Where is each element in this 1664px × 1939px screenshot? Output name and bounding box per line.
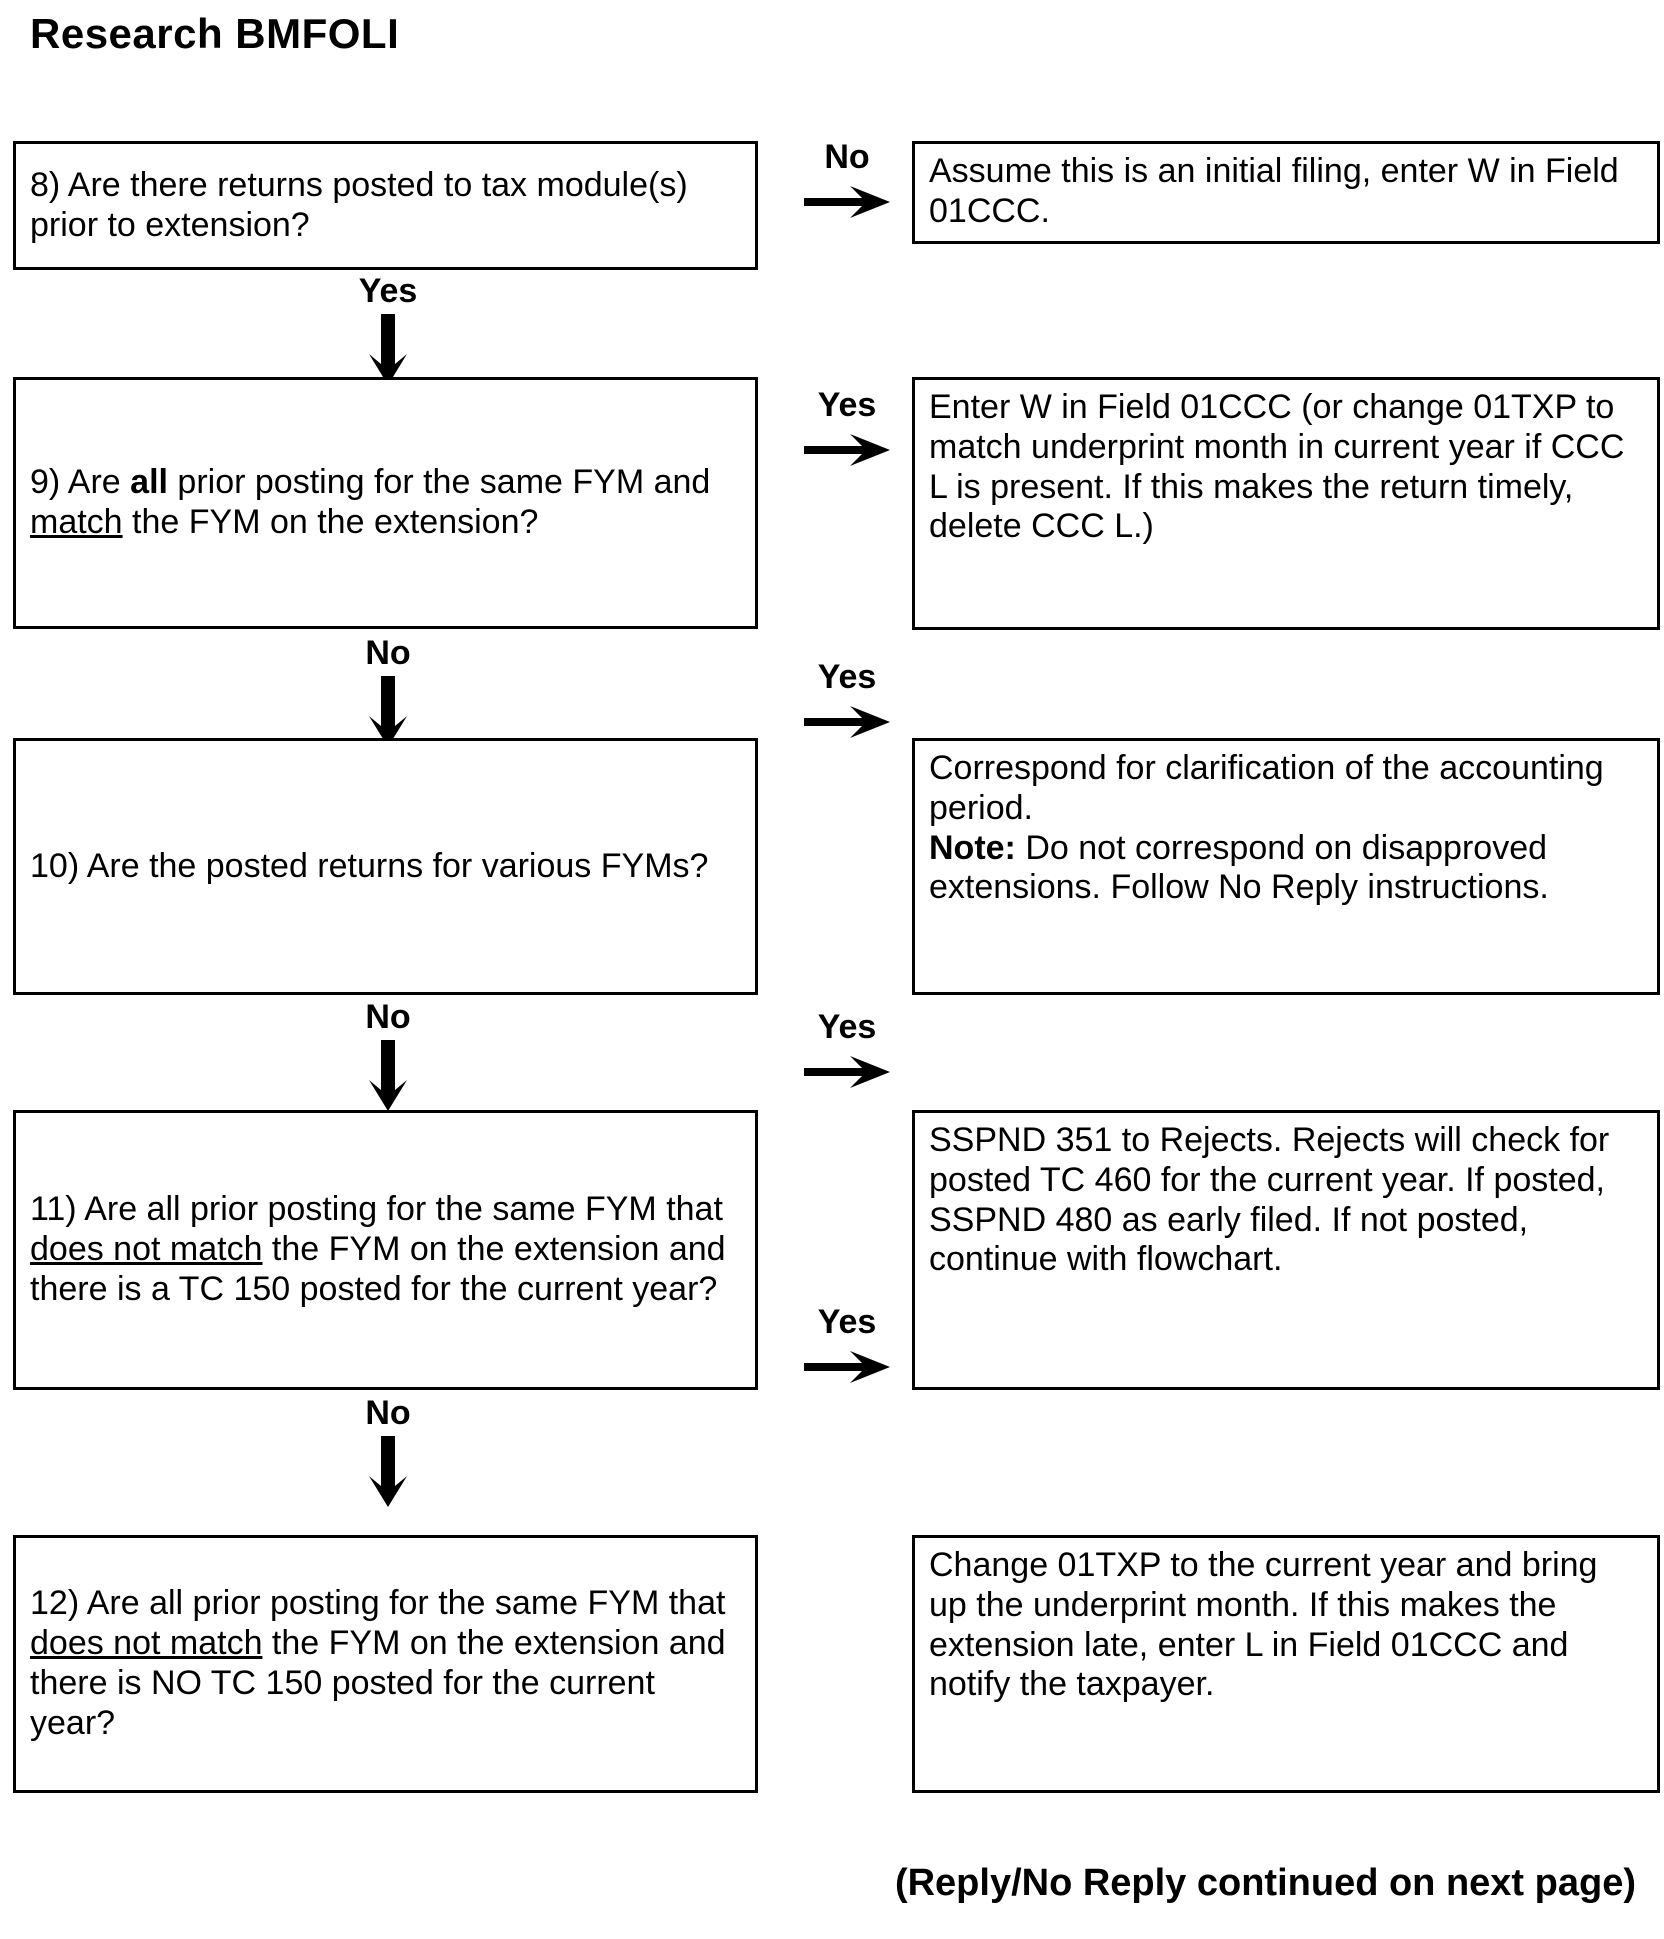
question-text-9-underline: match bbox=[30, 503, 123, 541]
action-box-12: Change 01TXP to the current year and bri… bbox=[912, 1535, 1660, 1793]
branch-label-9: Yes bbox=[817, 386, 877, 424]
flow-connector-9-to-10: No bbox=[303, 636, 473, 754]
question-box-12: 12) Are all prior posting for the same F… bbox=[13, 1535, 758, 1793]
flow-label-8-to-9: Yes bbox=[358, 272, 418, 310]
branch-label-12: Yes bbox=[817, 1303, 877, 1341]
question-text-9-part3: the FYM on the extension? bbox=[122, 503, 539, 541]
question-box-8: 8) Are there returns posted to tax modul… bbox=[13, 141, 758, 270]
question-text-12-underline: does not match bbox=[30, 1624, 263, 1663]
branch-connector-10: Yes bbox=[772, 660, 922, 747]
branch-connector-9: Yes bbox=[772, 388, 922, 475]
arrow-right-icon bbox=[772, 1052, 922, 1097]
action-text-9: Enter W in Field 01CCC (or change 01TXP … bbox=[929, 388, 1625, 546]
branch-label-10: Yes bbox=[817, 658, 877, 696]
question-text-12-part1: 12) Are all prior posting for the same F… bbox=[30, 1584, 726, 1623]
flow-connector-8-to-9: Yes bbox=[303, 274, 473, 392]
arrow-down-icon bbox=[303, 1434, 473, 1514]
action-box-11: SSPND 351 to Rejects. Rejects will check… bbox=[912, 1110, 1660, 1390]
action-text-10: Correspond for clarification of the acco… bbox=[915, 749, 1657, 908]
arrow-right-icon bbox=[772, 182, 922, 227]
arrow-right-icon bbox=[772, 1347, 922, 1392]
branch-connector-11: Yes bbox=[772, 1010, 922, 1097]
flow-label-10-to-11: No bbox=[365, 998, 411, 1036]
branch-connector-8: No bbox=[772, 140, 922, 227]
question-text-9-part2: prior posting for the same FYM and bbox=[167, 463, 711, 502]
question-text-8: 8) Are there returns posted to tax modul… bbox=[30, 165, 688, 244]
question-box-11: 11) Are all prior posting for the same F… bbox=[13, 1110, 758, 1390]
action-text-10-note-label: Note: bbox=[929, 828, 1016, 867]
question-text-11-underline: does not match bbox=[30, 1230, 263, 1269]
action-box-9: Enter W in Field 01CCC (or change 01TXP … bbox=[912, 377, 1660, 630]
question-box-9: 9) Are all prior posting for the same FY… bbox=[13, 377, 758, 629]
question-text-10: 10) Are the posted returns for various F… bbox=[30, 846, 709, 885]
question-text-9-bold: all bbox=[130, 463, 168, 502]
question-box-10: 10) Are the posted returns for various F… bbox=[13, 738, 758, 995]
arrow-down-icon bbox=[303, 1038, 473, 1118]
question-text-12-part2: the FYM on the extension and there is NO… bbox=[30, 1624, 726, 1742]
arrow-down-icon bbox=[303, 312, 473, 392]
question-text-11-part1: 11) Are all prior posting for the same F… bbox=[30, 1190, 723, 1229]
question-text-9-part1: 9) Are bbox=[30, 463, 131, 502]
branch-label-8: No bbox=[824, 138, 870, 176]
action-box-8: Assume this is an initial filing, enter … bbox=[912, 141, 1660, 244]
flow-label-11-to-12: No bbox=[365, 1394, 411, 1432]
action-text-11: SSPND 351 to Rejects. Rejects will check… bbox=[929, 1121, 1610, 1279]
action-box-10: Correspond for clarification of the acco… bbox=[912, 738, 1660, 995]
arrow-down-icon bbox=[303, 674, 473, 754]
flow-connector-10-to-11: No bbox=[303, 1000, 473, 1118]
action-text-10-line1: Correspond for clarification of the acco… bbox=[929, 749, 1604, 827]
question-text-12: 12) Are all prior posting for the same F… bbox=[16, 1584, 755, 1743]
action-text-8: Assume this is an initial filing, enter … bbox=[929, 152, 1619, 230]
question-text-9: 9) Are all prior posting for the same FY… bbox=[16, 463, 755, 543]
action-text-10-line2: Do not correspond on disapproved extensi… bbox=[929, 828, 1549, 907]
action-text-12: Change 01TXP to the current year and bri… bbox=[929, 1546, 1598, 1704]
arrow-right-icon bbox=[772, 430, 922, 475]
branch-label-11: Yes bbox=[817, 1008, 877, 1046]
flow-connector-11-to-12: No bbox=[303, 1396, 473, 1514]
branch-connector-12: Yes bbox=[772, 1305, 922, 1392]
arrow-right-icon bbox=[772, 702, 922, 747]
footer-continuation-note: (Reply/No Reply continued on next page) bbox=[894, 1862, 1636, 1904]
question-text-11: 11) Are all prior posting for the same F… bbox=[16, 1190, 755, 1309]
flow-label-9-to-10: No bbox=[365, 634, 411, 672]
action-text-10-line2-space bbox=[1016, 829, 1025, 867]
page-title: Research BMFOLI bbox=[30, 10, 400, 57]
question-text-11-part2: the FYM on the extension and there is a … bbox=[30, 1230, 726, 1308]
